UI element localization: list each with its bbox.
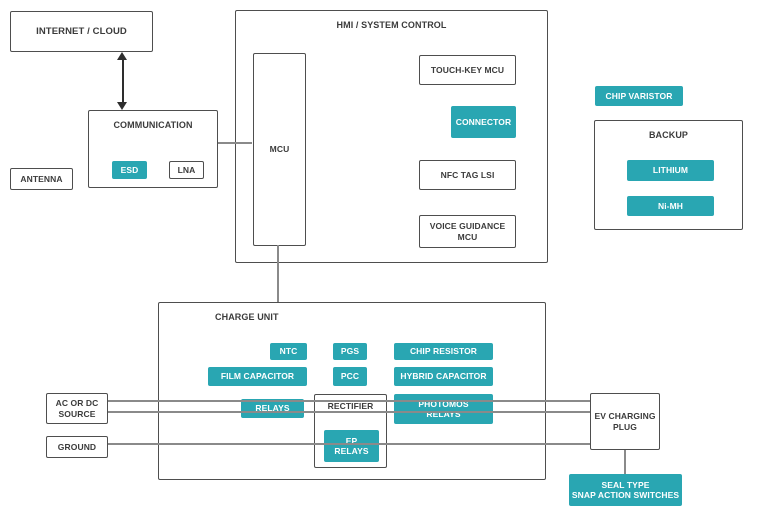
ac-or-dc-source-box: AC OR DC SOURCE xyxy=(46,393,108,424)
rectifier-label: RECTIFIER xyxy=(327,401,374,411)
connector-line-communication-mcu xyxy=(218,142,252,144)
backup-label: BACKUP xyxy=(648,130,689,140)
lithium-chip: LITHIUM xyxy=(627,160,714,181)
hmi-system-control-label: HMI / SYSTEM CONTROL xyxy=(336,20,447,30)
chip-varistor-chip: CHIP VARISTOR xyxy=(595,86,683,106)
connector-line-plug-switches xyxy=(624,449,626,474)
internet-cloud-box: INTERNET / CLOUD xyxy=(10,11,153,52)
connector-label: CONNECTOR xyxy=(455,116,512,127)
rectifier-box: RECTIFIER EP RELAYS xyxy=(314,394,387,468)
charge-unit-box: CHARGE UNIT NTC PGS CHIP RESISTOR FILM C… xyxy=(158,302,546,480)
pgs-chip: PGS xyxy=(333,343,367,360)
ni-mh-chip: Ni-MH xyxy=(627,196,714,216)
ni-mh-label: Ni-MH xyxy=(657,200,684,211)
arrow-up-icon xyxy=(117,52,127,60)
relays-label: RELAYS xyxy=(255,403,290,414)
communication-label: COMMUNICATION xyxy=(113,120,193,130)
pcc-label: PCC xyxy=(340,371,360,382)
film-capacitor-chip: FILM CAPACITOR xyxy=(208,367,307,386)
voice-guidance-mcu-label: VOICE GUIDANCE MCU xyxy=(429,221,506,242)
ground-box: GROUND xyxy=(46,436,108,458)
ntc-chip: NTC xyxy=(270,343,307,360)
internet-cloud-label: INTERNET / CLOUD xyxy=(36,25,127,37)
mcu-label: MCU xyxy=(269,144,290,155)
nfc-tag-lsi-box: NFC TAG LSI xyxy=(419,160,516,190)
ep-relays-chip: EP RELAYS xyxy=(324,430,379,462)
ground-label: GROUND xyxy=(57,441,97,452)
esd-label: ESD xyxy=(120,164,139,175)
lna-box: LNA xyxy=(169,161,204,179)
hmi-system-control-box: HMI / SYSTEM CONTROL MCU TOUCH-KEY MCU C… xyxy=(235,10,548,263)
esd-chip: ESD xyxy=(112,161,147,179)
pcc-chip: PCC xyxy=(333,367,367,386)
film-capacitor-label: FILM CAPACITOR xyxy=(220,371,295,382)
ev-charging-plug-label: EV CHARGING PLUG xyxy=(594,411,656,432)
ac-or-dc-source-label: AC OR DC SOURCE xyxy=(55,398,99,419)
hybrid-capacitor-chip: HYBRID CAPACITOR xyxy=(394,367,493,386)
connector-line-ground xyxy=(108,443,590,445)
touch-key-mcu-box: TOUCH-KEY MCU xyxy=(419,55,516,85)
touch-key-mcu-label: TOUCH-KEY MCU xyxy=(430,64,505,75)
backup-box: BACKUP LITHIUM Ni-MH xyxy=(594,120,743,230)
connector-line-power-1 xyxy=(108,400,590,402)
mcu-box: MCU xyxy=(253,53,306,246)
ev-charging-plug-box: EV CHARGING PLUG xyxy=(590,393,660,450)
pgs-label: PGS xyxy=(340,346,360,357)
lithium-label: LITHIUM xyxy=(652,165,689,176)
photomos-relays-chip: PHOTOMOS RELAYS xyxy=(394,394,493,424)
chip-resistor-label: CHIP RESISTOR xyxy=(409,346,478,357)
arrow-internet-communication xyxy=(122,58,124,106)
chip-resistor-chip: CHIP RESISTOR xyxy=(394,343,493,360)
ep-relays-label: EP RELAYS xyxy=(334,435,369,456)
charge-unit-label: CHARGE UNIT xyxy=(215,312,279,322)
relays-chip: RELAYS xyxy=(241,399,304,418)
chip-varistor-label: CHIP VARISTOR xyxy=(605,90,673,101)
nfc-tag-lsi-label: NFC TAG LSI xyxy=(440,169,495,180)
connector-line-mcu-charge-unit xyxy=(277,245,279,302)
hybrid-capacitor-label: HYBRID CAPACITOR xyxy=(400,371,487,382)
antenna-label: ANTENNA xyxy=(20,173,63,184)
antenna-box: ANTENNA xyxy=(10,168,73,190)
voice-guidance-mcu-box: VOICE GUIDANCE MCU xyxy=(419,215,516,248)
arrow-down-icon xyxy=(117,102,127,110)
connector-chip: CONNECTOR xyxy=(451,106,516,138)
photomos-relays-label: PHOTOMOS RELAYS xyxy=(418,398,469,419)
seal-type-snap-action-switches-chip: SEAL TYPE SNAP ACTION SWITCHES xyxy=(569,474,682,506)
connector-line-power-2 xyxy=(108,411,590,413)
lna-label: LNA xyxy=(177,164,196,175)
ntc-label: NTC xyxy=(279,346,298,357)
seal-type-snap-action-switches-label: SEAL TYPE SNAP ACTION SWITCHES xyxy=(571,479,680,500)
communication-box: COMMUNICATION ESD LNA xyxy=(88,110,218,188)
